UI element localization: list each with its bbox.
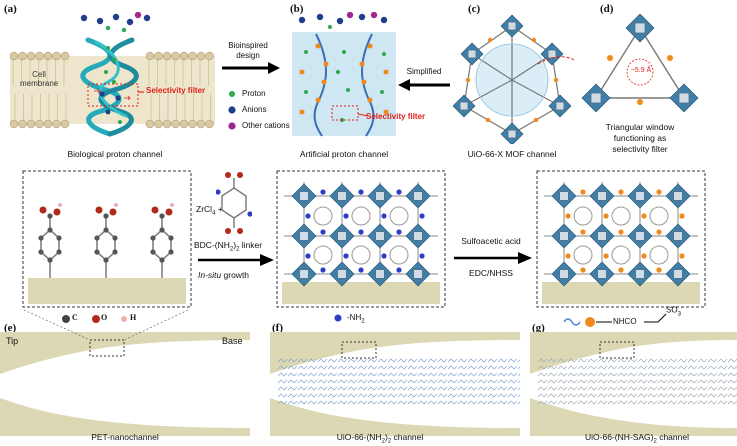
uio66-nh2-caption: UiO-66-(NH2)2 channel: [336, 432, 424, 445]
functional-groups-b: [299, 43, 389, 115]
tip-label: Tip: [6, 336, 19, 346]
membrane-lipid-heads: [10, 51, 214, 129]
pet-surface-zoom: [22, 170, 192, 308]
triangular-window-caption-1: Triangular window: [605, 122, 675, 132]
simplified-label: Simplified: [406, 67, 442, 76]
zoom-arrow-c: [537, 56, 574, 65]
selectivity-filter-box: [87, 83, 139, 107]
atom-h-label: H: [130, 313, 137, 322]
protons-inside-b: [304, 50, 386, 122]
artificial-channel-diagram: [292, 12, 396, 137]
panel-label-e: (e): [4, 322, 17, 334]
triangle-orange-groups: [607, 55, 673, 105]
cell-membrane-label: Cell membrane: [20, 70, 59, 88]
window-distance-label: ~5.9 Å: [630, 67, 652, 74]
biological-channel-caption: Biological proton channel: [67, 149, 163, 159]
legend-proton: Proton: [242, 89, 266, 98]
insitu-growth-label: In-situ growth: [198, 270, 250, 280]
atom-legend: [62, 315, 127, 323]
design-label: design: [236, 51, 260, 60]
bioinspired-arrow: [222, 62, 280, 74]
artificial-channel-caption: Artificial proton channel: [299, 149, 389, 159]
zrcl4-label: ZrCl4 +: [196, 204, 223, 217]
selectivity-filter-box-b: [331, 105, 359, 121]
pet-substrate: [28, 278, 186, 304]
base-label: Base: [222, 336, 243, 346]
triangle-zr-clusters: [581, 14, 699, 113]
bdc-molecules: [38, 203, 174, 278]
uio66-nh2-nanochannel: [270, 332, 520, 436]
panel-label-f: (f): [272, 322, 283, 334]
uio66-sag-nanochannel: [530, 332, 737, 436]
sag-legend: [563, 313, 667, 327]
legend-other-cations: Other cations: [242, 121, 290, 130]
helix-protein: [80, 37, 139, 137]
ions-above-b: [298, 12, 388, 29]
atom-o-label: O: [101, 313, 108, 322]
panel-label-c: (c): [468, 3, 481, 15]
pet-nanochannel: [0, 332, 250, 436]
bdc-nh2-molecule: [216, 172, 252, 234]
selectivity-filter-label-a: Selectivity filter: [146, 86, 206, 95]
edc-nhss-label: EDC/NHSS: [469, 268, 513, 278]
ion-legend: [228, 91, 236, 130]
panel-label-a: (a): [4, 3, 17, 15]
atom-c-label: C: [72, 313, 78, 322]
nh2-legend-label: -NH2: [347, 313, 365, 325]
triangle-linkers: [595, 27, 685, 99]
nh2-legend-dot: [334, 314, 342, 322]
simplified-arrow: [398, 79, 450, 91]
synthesis-arrow-2: [454, 252, 532, 264]
anions-inside-a: [99, 91, 121, 115]
mof-fill-f: [277, 358, 520, 405]
mof-fill-g: [537, 358, 737, 405]
uio66-sag-caption: UiO-66-(NH-SAG)2 channel: [585, 432, 689, 445]
bdc-linker-label: BDC-(NH2)2 linker: [194, 240, 263, 253]
bioinspired-label: Bioinspired: [228, 41, 268, 50]
synthesis-arrow-1: [198, 254, 274, 266]
legend-anions: Anions: [242, 105, 267, 114]
ions-above-a: [80, 12, 151, 33]
protons-inside-a: [104, 46, 122, 124]
triangular-window-caption-3: selectivity filter: [612, 144, 668, 154]
so3-label: SO3-: [666, 305, 683, 318]
uio66-sag-zoom: [536, 170, 706, 308]
pet-nanochannel-caption: PET-nanochannel: [91, 432, 159, 442]
panel-label-g: (g): [532, 322, 545, 334]
panel-label-d: (d): [600, 3, 614, 15]
panel-label-b: (b): [290, 3, 304, 15]
zoom-lines-e: [23, 309, 189, 341]
triangular-window-diagram: [581, 14, 699, 113]
sulfoacetic-acid-label: Sulfoacetic acid: [461, 236, 521, 246]
mof-zr-clusters-c: [452, 14, 572, 144]
mof-channel-diagram: [452, 14, 574, 144]
biological-channel-diagram: [10, 12, 215, 137]
mof-channel-caption: UiO-66-X MOF channel: [467, 149, 557, 159]
nhco-label: NHCO: [613, 317, 637, 326]
triangular-window-caption-2: functioning as: [613, 133, 667, 143]
uio66-nh2-zoom: [276, 170, 446, 308]
selectivity-filter-label-b: Selectivity filter: [366, 112, 426, 121]
